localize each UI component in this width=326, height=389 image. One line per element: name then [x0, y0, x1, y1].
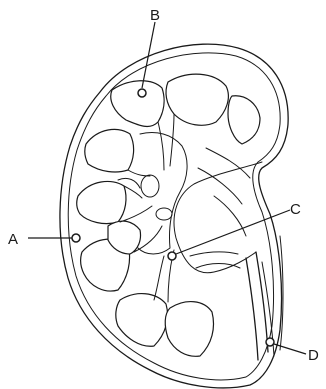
ureter-wall [246, 252, 268, 360]
leader-c [176, 210, 290, 254]
pyramid-lower-center [116, 294, 168, 347]
leader-d [274, 344, 306, 354]
label-c: C [290, 201, 301, 218]
minor-calyx-lower [156, 208, 172, 220]
pyramid-mid-left [77, 181, 126, 223]
minor-calyx-center [141, 175, 159, 197]
label-d: D [308, 347, 319, 364]
pyramid-upper-left [85, 129, 134, 172]
marker-b [138, 89, 146, 97]
pyramid-top-center [166, 74, 228, 125]
renal-sinus-fold [190, 148, 250, 268]
leader-b [142, 22, 155, 88]
pyramid-top-right [228, 96, 260, 144]
label-b: B [150, 7, 160, 24]
pyramid-bottom [165, 302, 213, 357]
pyramid-top-left [111, 81, 164, 127]
marker-c [168, 252, 176, 260]
marker-a [72, 234, 80, 242]
label-a: A [8, 231, 18, 248]
renal-pelvis [174, 162, 262, 273]
marker-d [266, 338, 274, 346]
